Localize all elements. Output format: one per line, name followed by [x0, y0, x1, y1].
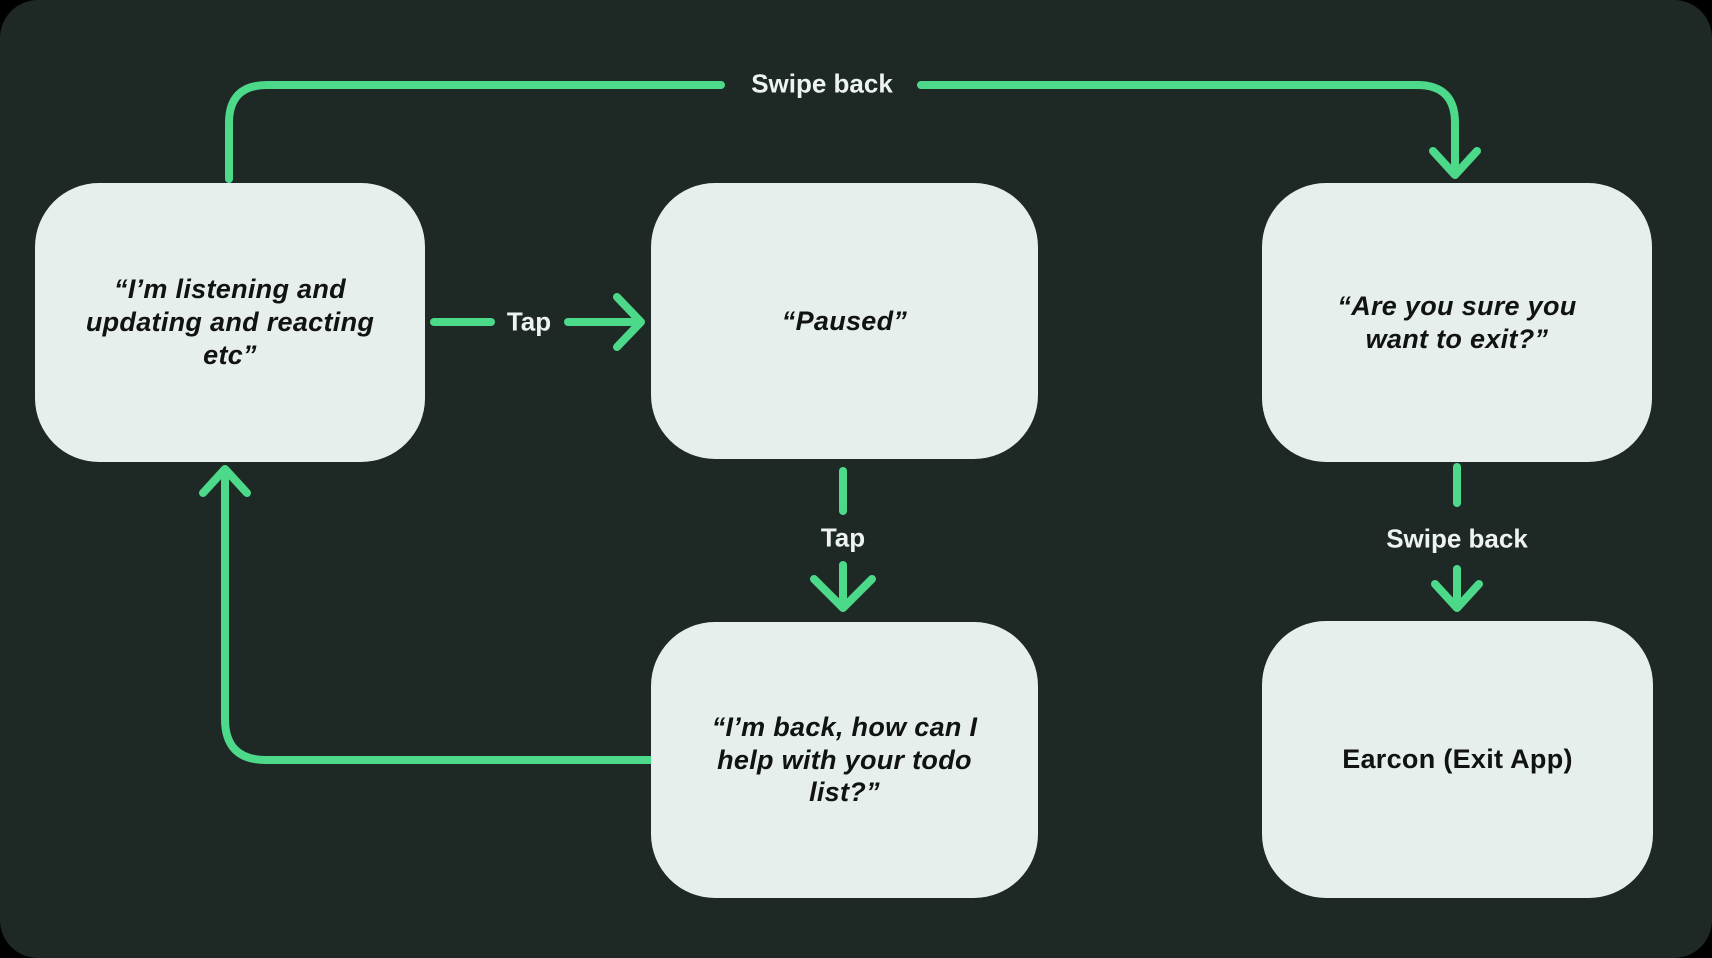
node-paused: “Paused” — [651, 183, 1038, 459]
edge-label-swipe-back-top: Swipe back — [751, 68, 893, 99]
arrowhead-down-icon — [1429, 147, 1481, 179]
edge-label-tap-right: Tap — [506, 306, 552, 337]
arrowhead-right-icon — [613, 293, 645, 351]
arrow-loop-back — [199, 465, 654, 764]
edge-label-tap-down: Tap — [820, 522, 866, 553]
node-earcon: Earcon (Exit App) — [1262, 621, 1653, 898]
node-back: “I’m back, how can I help with your todo… — [651, 622, 1038, 898]
node-listening: “I’m listening and updating and reacting… — [35, 183, 425, 462]
arrowhead-up-icon — [199, 465, 251, 497]
arrowhead-down-icon — [1431, 580, 1483, 612]
arrowhead-down-icon — [810, 575, 876, 612]
arrow-swipe-back-top — [225, 81, 1481, 183]
arrow-swipe-back-right — [1431, 463, 1483, 612]
arrow-tap-right — [430, 293, 645, 351]
arrow-tap-down — [810, 467, 876, 612]
node-exit-confirm: “Are you sure you want to exit?” — [1262, 183, 1652, 462]
edge-label-swipe-back-right: Swipe back — [1386, 523, 1528, 554]
